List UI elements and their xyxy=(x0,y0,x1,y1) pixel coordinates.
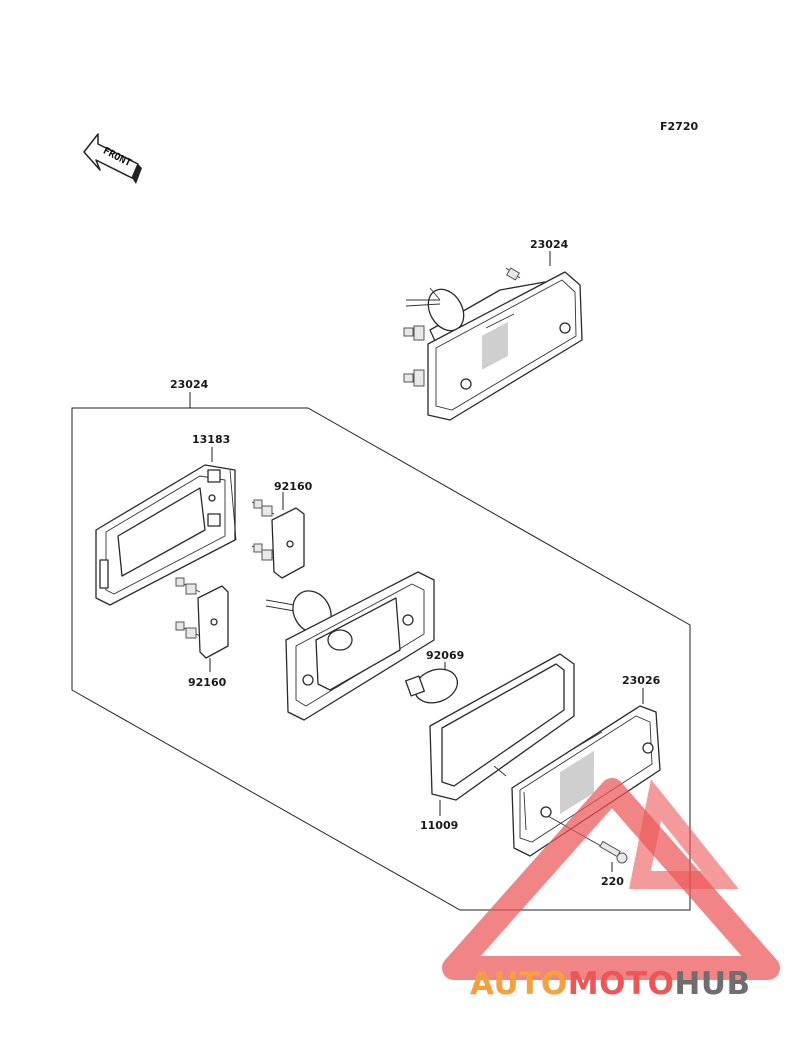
label-screw: 220 xyxy=(601,875,624,888)
watermark-logo: AUTOMOTOHUB xyxy=(442,778,780,1002)
lens-23026 xyxy=(511,688,661,857)
gasket-11009 xyxy=(429,653,575,816)
terminal-top-2 xyxy=(403,325,425,341)
figure-code: F2720 xyxy=(660,120,698,133)
label-assembly-main: 23024 xyxy=(170,378,209,391)
watermark-auto: AUTO xyxy=(470,966,568,1002)
bulb-92069 xyxy=(405,662,459,704)
watermark-moto: MOTO xyxy=(568,966,675,1002)
watermark-hub: HUB xyxy=(674,966,750,1002)
label-socket-lower: 92160 xyxy=(188,676,227,689)
label-gasket: 11009 xyxy=(420,819,458,832)
exploded-group-outline xyxy=(71,407,691,911)
terminal-top-1 xyxy=(505,267,521,281)
terminal-top-3 xyxy=(403,369,425,387)
label-bracket: 13183 xyxy=(192,433,230,446)
lens-grille-main xyxy=(560,750,594,815)
lamp-housing xyxy=(265,571,435,721)
bracket-13183 xyxy=(95,447,237,606)
label-socket-upper: 92160 xyxy=(274,480,313,493)
lens-grille-top xyxy=(482,321,508,370)
socket-upper xyxy=(251,492,305,579)
lamp-assembly-top xyxy=(403,251,583,421)
label-lens: 23026 xyxy=(622,674,661,687)
svg-text:AUTOMOTOHUB: AUTOMOTOHUB xyxy=(470,966,751,1002)
socket-lower xyxy=(175,577,229,672)
label-assembly-top: 23024 xyxy=(530,238,569,251)
front-arrow-icon: FRONT xyxy=(83,133,142,184)
label-bulb: 92069 xyxy=(426,649,464,662)
